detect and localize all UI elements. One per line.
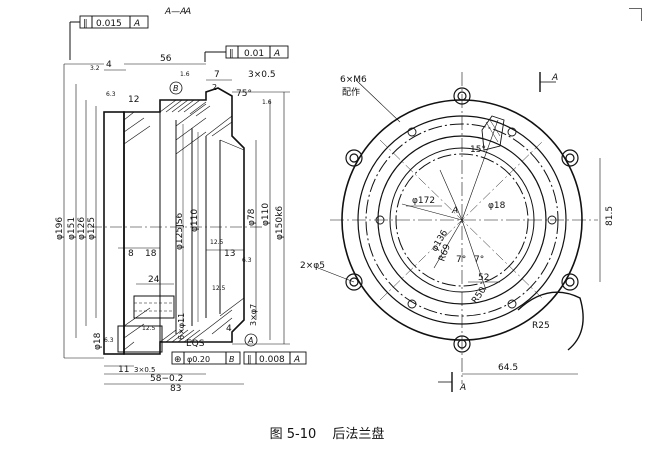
dim-right-150k6: φ150k6 xyxy=(275,206,285,240)
dim-angle-75: 75° xyxy=(236,89,252,99)
label-center-a: A xyxy=(451,206,458,216)
dim-chamfer-bottom: 3×0.5 xyxy=(134,366,155,374)
label-peizuo: 配作 xyxy=(342,86,360,98)
dim-right-78: φ78 xyxy=(247,208,257,226)
front-view xyxy=(317,72,601,392)
dim-right-110: φ110 xyxy=(261,203,271,226)
section-title: A—A xyxy=(164,7,186,17)
tol3-value: 0.008 xyxy=(259,355,285,365)
dim-58: 58−0.2 xyxy=(150,374,183,384)
label-15: 15° xyxy=(470,145,486,155)
pos-symbol: ⊕ xyxy=(174,355,182,365)
pos-value: φ0.20 xyxy=(187,355,210,364)
front-labels: 6×M6 配作 2×φ5 φ172 A φ18 φ136 R69 7° 7° 1… xyxy=(184,7,615,393)
dim-2: 2 xyxy=(212,83,217,92)
dim-13: 13 xyxy=(224,249,235,259)
dim-18-mid: 18 xyxy=(145,249,157,259)
label-6xm6: 6×M6 xyxy=(340,75,367,85)
figure-number: 图 5-10 xyxy=(269,427,317,442)
tol1-symbol: ∥ xyxy=(83,19,88,29)
tol2-datum: A xyxy=(273,49,280,59)
roughness-8: 6.3 xyxy=(104,337,114,344)
dim-11: 11 xyxy=(118,365,129,375)
dim-4-bottom: 4 xyxy=(226,324,232,334)
hatching-upper xyxy=(123,99,245,155)
dim-24: 24 xyxy=(148,275,160,285)
dim-left-18: φ18 xyxy=(93,332,103,350)
dim-inner-110: φ110 xyxy=(190,209,200,232)
tol1-value: 0.015 xyxy=(96,19,122,29)
label-arrow-top: A xyxy=(551,73,558,83)
roughness-9: 12.5 xyxy=(142,325,156,332)
dim-8: 8 xyxy=(128,249,134,259)
tol1-datum: A xyxy=(133,19,140,29)
tol3-datum: A xyxy=(293,355,300,365)
tol2-symbol: ∥ xyxy=(229,49,234,59)
dim-12: 12 xyxy=(128,95,139,105)
datum-a-label: A xyxy=(247,336,253,345)
roughness-2: 3.2 xyxy=(90,65,100,72)
pos-datum: B xyxy=(229,355,235,364)
dim-eqs: EQS xyxy=(186,339,205,349)
roughness-1: 1.6 xyxy=(180,71,190,78)
figure-title: 后法兰盘 xyxy=(332,427,385,442)
dim-inner-125js6: φ125JS6 xyxy=(175,213,185,250)
tolerance-frame-2: ∥ 0.01 A xyxy=(204,45,289,62)
figure-caption: 图 5-10 后法兰盘 xyxy=(0,423,654,442)
hatching-lower xyxy=(123,297,245,351)
label-arrow-bottom: A xyxy=(459,383,466,393)
dim-left-126: φ126 xyxy=(77,217,87,240)
page-corner-mark xyxy=(629,8,642,21)
datum-b-label: B xyxy=(173,84,179,93)
dim-3phi7: 3×φ7 xyxy=(249,304,258,326)
section-labels: φ196 φ151 φ126 φ125 φ18 φ125JS6 φ110 φ78… xyxy=(55,54,285,394)
tol3-symbol: ∥ xyxy=(247,355,252,365)
tolerance-frame-1: ∥ 0.015 A xyxy=(69,15,149,60)
label-64-5: 64.5 xyxy=(498,363,518,373)
dim-holes: 6×φ11 xyxy=(177,313,186,340)
dim-left-196: φ196 xyxy=(55,217,65,240)
small-holes xyxy=(375,127,557,309)
tol2-value: 0.01 xyxy=(244,49,264,59)
label-7b: 7° xyxy=(474,255,484,265)
label-2xphi5: 2×φ5 xyxy=(300,261,325,271)
roughness-5: 1.6 xyxy=(262,99,272,106)
position-frame: ⊕ φ0.20 B xyxy=(171,351,241,365)
dim-left-125: φ125 xyxy=(87,217,97,240)
label-81-5: 81.5 xyxy=(605,206,615,226)
tolerance-frame-3: ∥ 0.008 A xyxy=(243,351,307,365)
label-52: 52 xyxy=(478,273,489,283)
roughness-7: 12.5 xyxy=(212,285,226,292)
dim-56: 56 xyxy=(160,54,172,64)
dim-4-top: 4 xyxy=(106,60,112,70)
label-section-a: A xyxy=(184,7,191,17)
label-7a: 7° xyxy=(456,255,466,265)
label-r25: R25 xyxy=(532,321,550,331)
label-phi172: φ172 xyxy=(412,196,435,206)
dim-chamfer-top: 3×0.5 xyxy=(248,70,276,80)
dim-7: 7 xyxy=(214,70,220,80)
label-phi18: φ18 xyxy=(488,201,506,211)
roughness-3: 6.3 xyxy=(106,91,116,98)
dim-83: 83 xyxy=(170,384,181,394)
roughness-6: 6.3 xyxy=(242,257,252,264)
roughness-4: 12.5 xyxy=(210,239,224,246)
section-view: A—A ∥ 0.015 A ∥ 0.01 A xyxy=(63,7,307,385)
dim-left-151: φ151 xyxy=(67,217,77,240)
